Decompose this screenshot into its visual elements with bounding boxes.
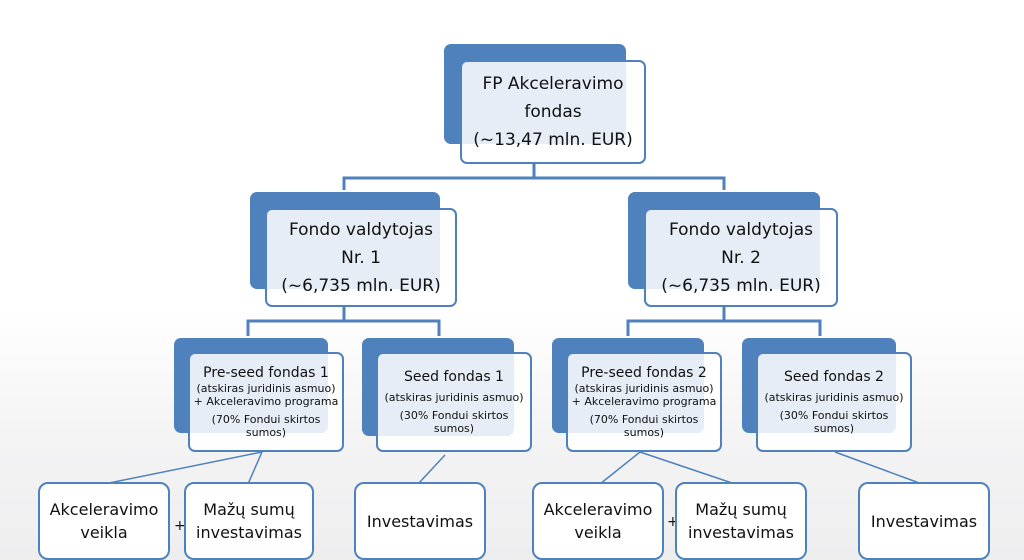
activity-investing-2: Investavimas	[858, 482, 990, 560]
root-fund-card: FP Akceleravimo fondas (~13,47 mln. EUR)	[460, 60, 646, 164]
connector-seed1-investing	[417, 454, 446, 485]
manager1-title: Fondo valdytojas	[288, 219, 434, 240]
seed1-title: Seed fondas 1	[404, 369, 504, 385]
preseed2-legal-entity: (atskiras juridinis asmuo)	[574, 382, 714, 395]
manager1-amount: (~6,735 mln. EUR)	[281, 275, 441, 296]
seed2-card: Seed fondas 2 (atskiras juridinis asmuo)…	[756, 352, 912, 452]
preseed1-legal-entity: (atskiras juridinis asmuo)	[196, 382, 336, 395]
preseed1-share-cont: sumos)	[245, 426, 287, 439]
connector-seed2-investing	[834, 451, 923, 485]
seed2-title: Seed fondas 2	[784, 369, 884, 385]
preseed1-card: Pre-seed fondas 1 (atskiras juridinis as…	[188, 352, 344, 452]
activity-small-investing-1: Mažų sumų investavimas	[184, 482, 314, 560]
preseed1-title: Pre-seed fondas 1	[203, 365, 329, 381]
seed1-share-cont: sumos)	[433, 422, 475, 435]
connector-pre1-small	[247, 451, 263, 485]
seed2-share-cont: sumos)	[813, 422, 855, 435]
manager1-number: Nr. 1	[341, 247, 381, 268]
activity-acceleration-1: Akceleravimo veikla	[38, 482, 170, 560]
preseed2-program: + Akceleravimo programa	[571, 395, 717, 408]
manager2-amount: (~6,735 mln. EUR)	[661, 275, 821, 296]
root-title-line2: fondas	[524, 102, 582, 122]
preseed2-share-cont: sumos)	[623, 426, 665, 439]
preseed2-share: (70% Fondui skirtos	[589, 413, 699, 426]
preseed1-program: + Akceleravimo programa	[193, 395, 339, 408]
activity-acceleration-2: Akceleravimo veikla	[532, 482, 664, 560]
plus-sign-1: +	[174, 518, 186, 534]
activity-investing-1: Investavimas	[354, 482, 486, 560]
seed1-share: (30% Fondui skirtos	[399, 409, 509, 422]
preseed2-title: Pre-seed fondas 2	[581, 365, 707, 381]
connector-manager1-funds	[246, 305, 441, 336]
connector-pre2-small	[639, 451, 736, 485]
seed2-share: (30% Fondui skirtos	[779, 409, 889, 422]
preseed2-card: Pre-seed fondas 2 (atskiras juridinis as…	[566, 352, 722, 452]
connector-root-managers	[342, 162, 726, 190]
manager1-card: Fondo valdytojas Nr. 1 (~6,735 mln. EUR)	[265, 208, 457, 307]
activity-small-investing-2: Mažų sumų investavimas	[675, 482, 807, 560]
seed1-card: Seed fondas 1 (atskiras juridinis asmuo)…	[376, 352, 532, 452]
seed1-legal-entity: (atskiras juridinis asmuo)	[384, 391, 524, 404]
manager2-title: Fondo valdytojas	[668, 219, 814, 240]
plus-sign-2: +	[667, 514, 679, 530]
seed2-legal-entity: (atskiras juridinis asmuo)	[764, 391, 904, 404]
manager2-number: Nr. 2	[721, 247, 761, 268]
root-amount: (~13,47 mln. EUR)	[473, 130, 633, 150]
preseed1-share: (70% Fondui skirtos	[211, 413, 321, 426]
connector-manager2-funds	[626, 305, 822, 336]
root-title-line1: FP Akceleravimo	[482, 74, 624, 94]
connector-pre1-acceleration	[103, 451, 263, 485]
connector-pre2-acceleration	[599, 451, 641, 485]
manager2-card: Fondo valdytojas Nr. 2 (~6,735 mln. EUR)	[644, 208, 838, 307]
